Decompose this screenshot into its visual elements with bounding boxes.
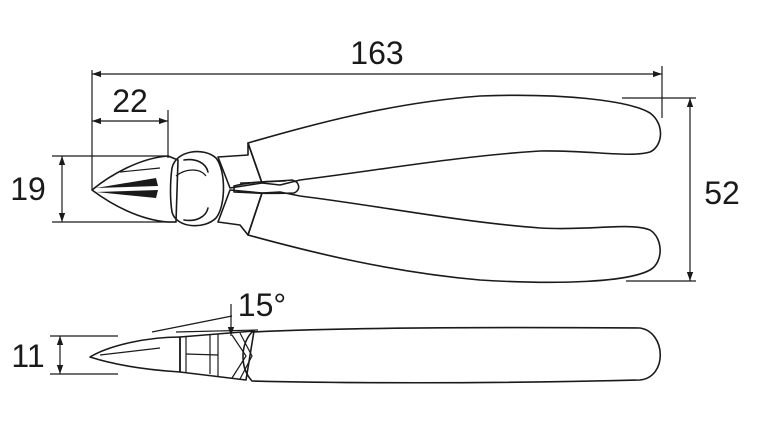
overall-length-label: 163 (350, 35, 403, 71)
side-jaw (89, 336, 181, 373)
head-width-label: 19 (10, 171, 46, 207)
dimension-handle-spread: 52 (622, 97, 740, 282)
lower-joint-plate (217, 189, 263, 236)
upper-joint-plate (217, 142, 263, 189)
dimension-jaw-length: 22 (92, 83, 169, 158)
side-handle (242, 326, 662, 384)
dimension-head-thickness: 11 (11, 335, 118, 375)
lower-handle (247, 191, 661, 284)
pivot-head (169, 150, 225, 227)
upper-handle (247, 94, 662, 186)
top-view: 163 22 19 52 (10, 35, 740, 284)
blade-edge-lower (96, 190, 158, 198)
blade-edge-upper (96, 178, 158, 188)
jaw-length-label: 22 (112, 83, 148, 119)
dimension-overall-length: 163 (91, 35, 663, 190)
handle-spread-label: 52 (704, 175, 740, 211)
dimension-bevel-angle: 15° (227, 287, 286, 336)
side-view: 15° 11 (11, 287, 662, 384)
head-thickness-label: 11 (11, 338, 44, 374)
bevel-angle-label: 15° (238, 287, 286, 323)
dimension-head-width: 19 (10, 155, 176, 223)
cutting-jaws (91, 155, 179, 223)
